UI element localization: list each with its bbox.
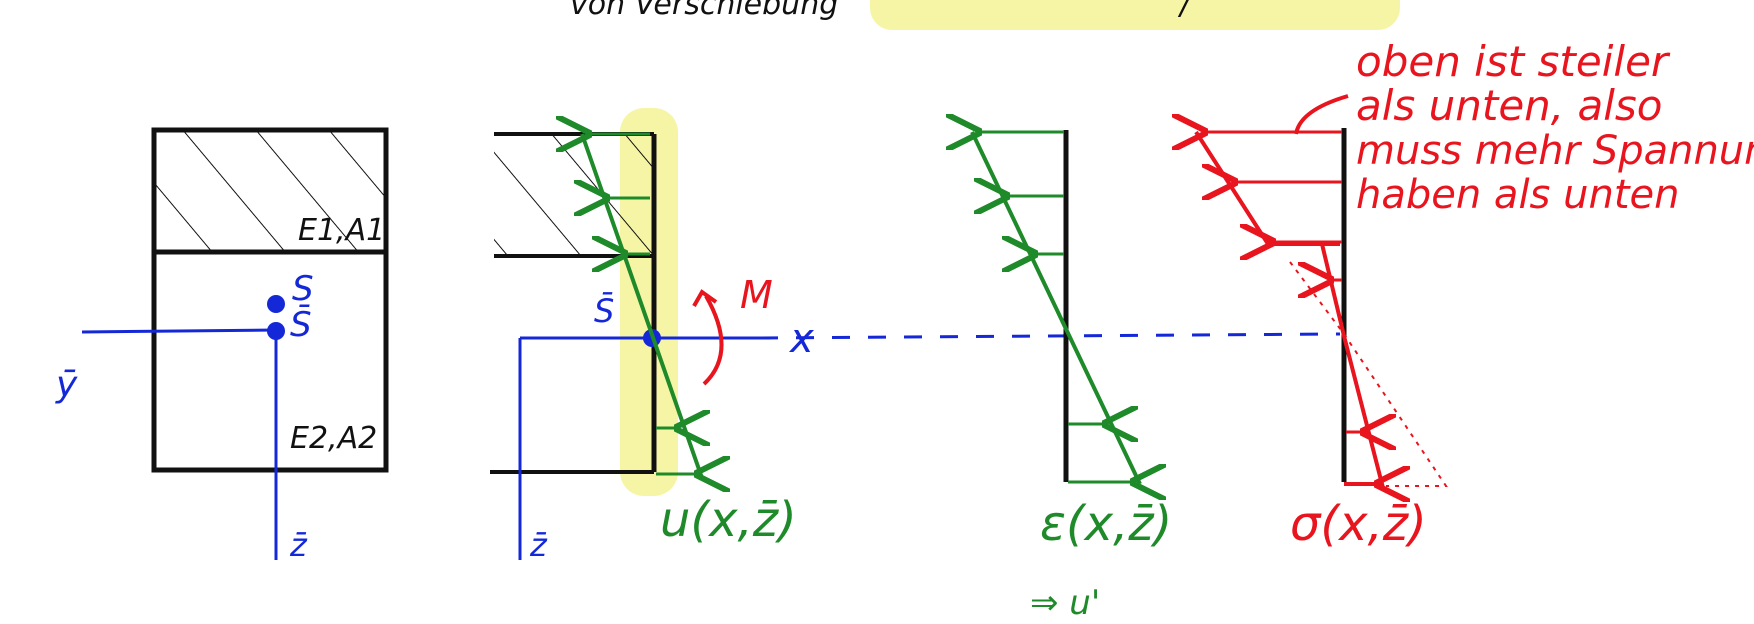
y-axis-line (81, 328, 277, 334)
point-S-bar (267, 322, 285, 340)
label-x: x (788, 316, 814, 362)
sigma-dotted-extension (1289, 261, 1448, 487)
note-line-3: muss mehr Spannung (1356, 128, 1754, 174)
label-sigma: σ(x,z̄) (1290, 496, 1427, 552)
header: von Verschiebung / (570, 0, 1400, 30)
cross-section: E1,A1 E2,A2 S S̄ ȳ z̄ (55, 127, 389, 564)
label-E2A2: E2,A2 (290, 421, 377, 456)
moment-arrowhead (692, 289, 718, 307)
header-text: von Verschiebung (570, 0, 838, 22)
note-line-4: haben als unten (1356, 172, 1679, 218)
label-z-bar-section: z̄ (289, 526, 308, 564)
section-hatched-top (154, 130, 386, 252)
label-z-bar-beam: z̄ (529, 526, 548, 564)
note-line-2: als unten, also (1356, 81, 1663, 130)
label-M: M (740, 273, 773, 317)
beam-u-diagram: S̄ x z̄ M u(x,z̄) (490, 108, 1341, 564)
sigma-profile-top (1194, 130, 1340, 246)
label-y-bar: ȳ (55, 364, 78, 405)
note-line-1: oben ist steiler (1356, 37, 1671, 86)
epsilon-diagram: ε(x,z̄) ⇒ u' (972, 130, 1172, 623)
label-S-bar: S̄ (290, 304, 312, 345)
header-fragment: / (1177, 0, 1193, 22)
note-pointer (1294, 94, 1349, 135)
red-note: oben ist steiler als unten, also muss me… (1294, 37, 1754, 218)
eps-profile-line (970, 131, 1142, 485)
section-outline (151, 127, 389, 473)
sigma-diagram: σ(x,z̄) (1194, 128, 1448, 552)
beam-hatched-top (494, 136, 654, 256)
label-u: u(x,z̄) (660, 492, 797, 548)
label-epsilon: ε(x,z̄) (1040, 496, 1172, 552)
header-highlight (870, 0, 1400, 30)
label-eps-note: ⇒ u' (1030, 583, 1100, 623)
label-E1A1: E1,A1 (298, 213, 385, 248)
label-S: S (292, 269, 314, 309)
x-axis-dashed (759, 332, 1341, 340)
point-S (267, 295, 285, 313)
moment-arrow (702, 295, 724, 386)
label-S-bar-beam: S̄ (594, 291, 614, 330)
